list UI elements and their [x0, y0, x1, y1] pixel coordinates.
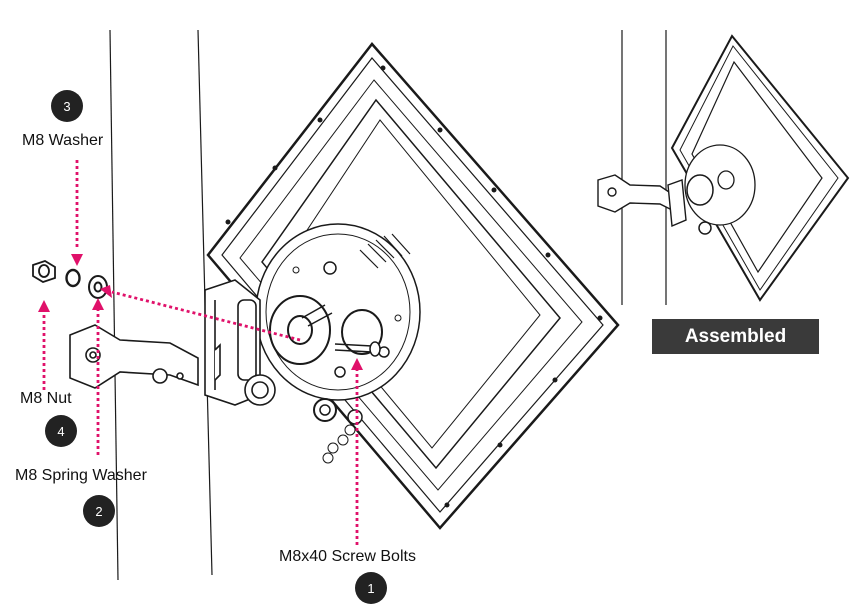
- label-m8-washer: M8 Washer: [22, 132, 104, 149]
- badge-nut: 4: [45, 415, 77, 447]
- label-m8-spring-washer: M8 Spring Washer: [15, 467, 147, 484]
- mounting-disc: [255, 223, 421, 425]
- badge-washer: 3: [51, 90, 83, 122]
- screw-bolt-icon: [301, 304, 381, 357]
- mounting-bracket-assembled: [597, 174, 687, 228]
- antenna-panel-assembled: [670, 34, 850, 302]
- badge-screw-bolts: 1: [355, 572, 387, 604]
- mounting-bracket: [69, 279, 276, 406]
- assembly-arrows: [42, 160, 359, 545]
- spring-washer-icon: [65, 268, 81, 288]
- washer-icon: [88, 275, 108, 299]
- cable-loop: [322, 424, 356, 464]
- assembled-label: Assembled: [652, 319, 819, 354]
- pole-assembled: [621, 30, 667, 305]
- arrow-heads: [38, 254, 363, 370]
- label-m8-nut: M8 Nut: [20, 390, 72, 407]
- pole-main: [109, 29, 213, 581]
- badge-spring-washer: 2: [83, 495, 115, 527]
- antenna-panel-main: [206, 42, 620, 530]
- nut-icon: [32, 260, 56, 283]
- label-m8x40-screw-bolts: M8x40 Screw Bolts: [279, 548, 416, 565]
